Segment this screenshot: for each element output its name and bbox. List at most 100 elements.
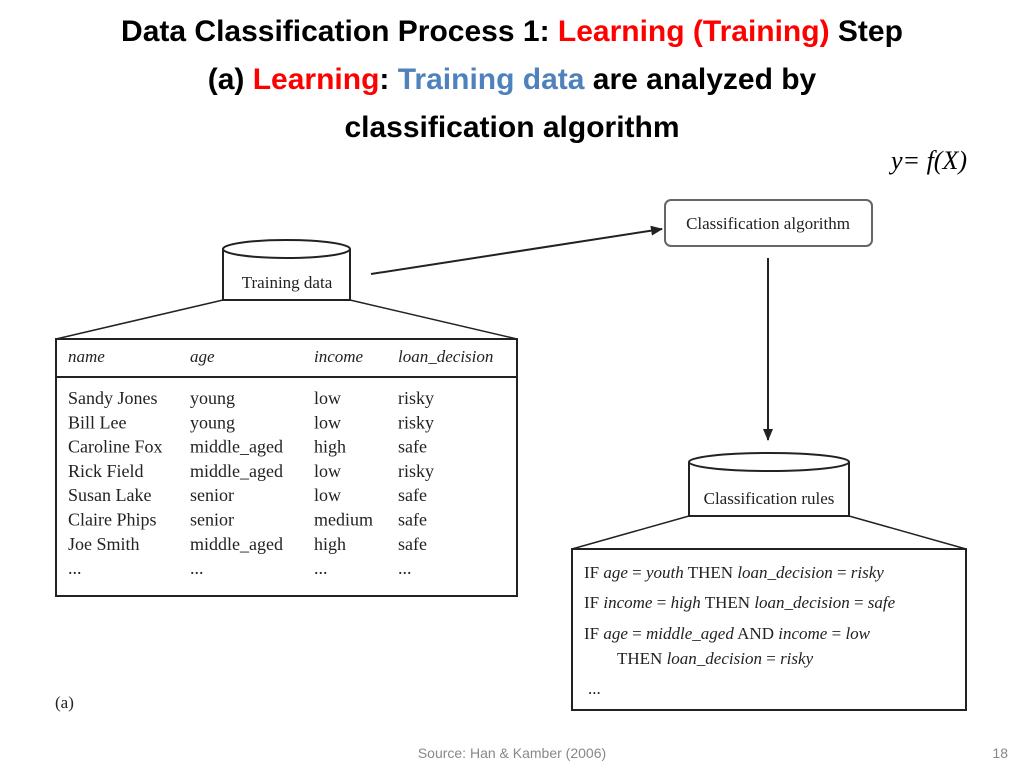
table-cell-age: senior xyxy=(190,510,234,530)
table-header-age: age xyxy=(190,347,215,366)
table-cell-income: medium xyxy=(314,510,373,530)
table-cell-age: ... xyxy=(190,558,204,578)
rule-keyword: = xyxy=(652,593,670,612)
arrow-data-to-algorithm xyxy=(370,225,663,275)
classification-algorithm-label: Classification algorithm xyxy=(686,214,850,233)
training-data-cylinder: Training data xyxy=(222,239,351,301)
table-cell-income: low xyxy=(314,388,341,408)
rule-keyword: = xyxy=(833,563,851,582)
rule-term: loan_decision xyxy=(667,649,762,668)
table-cell-income: high xyxy=(314,534,346,554)
table-cell-name: Rick Field xyxy=(68,461,144,481)
expansion-line-right xyxy=(349,299,518,340)
rule-term: loan_decision xyxy=(754,593,849,612)
rule-keyword: = xyxy=(628,563,646,582)
rule-term: youth xyxy=(644,563,684,582)
table-cell-loan-decision: risky xyxy=(398,412,434,432)
table-row: ............ xyxy=(68,558,412,578)
table-cell-age: middle_aged xyxy=(190,461,283,481)
rule-keyword: THEN xyxy=(684,563,738,582)
table-row: Susan Lake senior low safe xyxy=(68,485,427,505)
table-row: Joe Smith middle_aged high safe xyxy=(68,534,427,554)
rule-line: ... xyxy=(588,679,601,698)
table-cell-loan-decision: safe xyxy=(398,534,427,554)
title-line-2: (a) Learning: Training data are analyzed… xyxy=(20,56,1004,104)
title-text-analyzed: are analyzed by xyxy=(584,63,817,96)
table-cell-age: young xyxy=(190,388,235,408)
classification-rules-label: Classification rules xyxy=(704,489,835,508)
rule-term: age xyxy=(603,563,628,582)
table-cell-income: low xyxy=(314,461,341,481)
training-data-label: Training data xyxy=(242,273,333,292)
rule-term: risky xyxy=(851,563,885,582)
table-cell-age: middle_aged xyxy=(190,534,283,554)
rule-keyword: IF xyxy=(584,563,603,582)
rule-line: THEN loan_decision = risky xyxy=(617,649,814,668)
rule-keyword: IF xyxy=(584,593,603,612)
table-cell-loan-decision: safe xyxy=(398,485,427,505)
figure-label: (a) xyxy=(55,693,74,712)
rule-term: risky xyxy=(780,649,814,668)
table-header-name: name xyxy=(68,347,105,366)
table-cell-income: ... xyxy=(314,558,328,578)
title-highlight-learning-training: Learning (Training) xyxy=(557,15,830,48)
title-text: Data Classification Process 1: xyxy=(121,15,558,48)
rule-term: high xyxy=(671,593,701,612)
rule-term: loan_decision xyxy=(737,563,832,582)
rule-keyword: AND xyxy=(734,624,778,643)
table-cell-loan-decision: risky xyxy=(398,461,434,481)
rule-keyword: IF xyxy=(584,624,603,643)
table-cell-loan-decision: safe xyxy=(398,510,427,530)
classification-rules-cylinder: Classification rules xyxy=(688,452,850,517)
rule-keyword: THEN xyxy=(701,593,755,612)
rule-line: IF age = middle_aged AND income = low xyxy=(584,624,871,643)
rule-term: age xyxy=(603,624,628,643)
training-table-frame xyxy=(55,338,518,597)
table-cell-name: Susan Lake xyxy=(68,485,151,505)
table-cell-age: middle_aged xyxy=(190,437,283,457)
rule-term: income xyxy=(778,624,828,643)
rules-expansion-line-left xyxy=(571,515,690,550)
title-line-3: classification algorithm xyxy=(344,111,680,144)
rule-term: income xyxy=(603,593,653,612)
page-number: 18 xyxy=(992,745,1008,761)
table-cell-income: low xyxy=(314,485,341,505)
rule-keyword: = xyxy=(850,593,868,612)
table-row: Claire Phips senior medium safe xyxy=(68,510,427,530)
rule-line: IF income = high THEN loan_decision = sa… xyxy=(584,593,896,612)
title-highlight-learning: Learning xyxy=(252,63,380,96)
title-prefix-a: (a) xyxy=(207,63,253,96)
table-cell-age: young xyxy=(190,412,235,432)
classification-algorithm-box: Classification algorithm xyxy=(664,199,873,247)
title-line-1: Data Classification Process 1: Learning … xyxy=(20,8,1004,56)
table-header-income: income xyxy=(314,347,364,366)
table-cell-name: Bill Lee xyxy=(68,412,126,432)
table-cell-name: ... xyxy=(68,558,82,578)
rule-line: IF age = youth THEN loan_decision = risk… xyxy=(584,563,884,582)
title-highlight-training-data: Training data xyxy=(397,63,585,96)
rule-keyword: THEN xyxy=(617,649,667,668)
table-cell-loan-decision: safe xyxy=(398,437,427,457)
table-cell-name: Joe Smith xyxy=(68,534,140,554)
table-cell-age: senior xyxy=(190,485,234,505)
rules-expansion-line-right xyxy=(848,515,967,550)
title-text-step: Step xyxy=(829,15,903,48)
title-colon: : xyxy=(379,63,398,96)
table-cell-name: Claire Phips xyxy=(68,510,157,530)
formula: y= f(X) xyxy=(890,146,967,175)
table-cell-loan-decision: ... xyxy=(398,558,412,578)
rule-term: low xyxy=(845,624,870,643)
rule-keyword: ... xyxy=(588,679,601,698)
expansion-line-left xyxy=(55,299,224,340)
rule-term: middle_aged xyxy=(646,624,734,643)
table-cell-income: high xyxy=(314,437,346,457)
rule-keyword: = xyxy=(762,649,780,668)
rule-keyword: = xyxy=(827,624,845,643)
